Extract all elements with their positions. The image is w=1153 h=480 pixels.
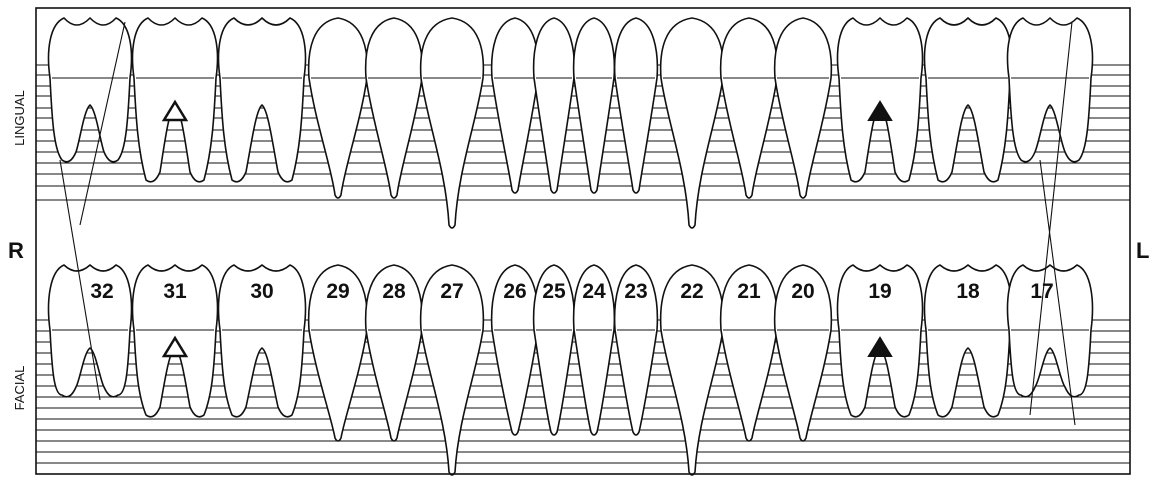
- upper-tooth: [309, 18, 368, 198]
- lower-tooth: 28: [366, 265, 423, 441]
- lower-tooth: 20: [775, 265, 832, 441]
- tooth-outline: [615, 18, 658, 193]
- tooth-number: 27: [440, 280, 463, 303]
- lower-tooth: 19: [838, 265, 923, 417]
- tooth-outline: [925, 18, 1012, 182]
- tooth-outline: [721, 18, 778, 198]
- tooth-outline: [219, 18, 306, 182]
- tooth-number: 19: [868, 280, 891, 303]
- tooth-number: 22: [680, 280, 703, 303]
- lingual-label: LINGUAL: [12, 90, 27, 146]
- tooth-number: 20: [791, 280, 814, 303]
- lower-tooth: 30: [219, 265, 306, 417]
- upper-tooth: [133, 18, 218, 182]
- tooth-number: 28: [382, 280, 406, 303]
- tooth-outline: [366, 18, 423, 198]
- tooth-number: 24: [582, 280, 606, 303]
- upper-tooth: [421, 18, 484, 228]
- lower-tooth: 27: [421, 265, 484, 475]
- lower-tooth: 17: [1008, 265, 1093, 397]
- lower-tooth: 21: [721, 265, 778, 441]
- lower-tooth: 22: [661, 265, 724, 475]
- facial-label: FACIAL: [12, 366, 27, 411]
- upper-tooth: [574, 18, 615, 193]
- tooth-outline: [309, 18, 368, 198]
- tooth-number: 25: [542, 280, 566, 303]
- upper-tooth: [721, 18, 778, 198]
- upper-tooth: [925, 18, 1012, 182]
- upper-arch: [49, 18, 1093, 228]
- tooth-number: 21: [737, 280, 761, 303]
- lower-arch: 32 31 30 29 28 27 26 25 24 23 22 21 20 19 18 17: [49, 265, 1093, 475]
- tooth-number: 32: [90, 280, 113, 303]
- lower-tooth: 18: [925, 265, 1012, 417]
- lower-tooth: 25: [534, 265, 575, 435]
- lower-tooth: 31: [133, 265, 218, 417]
- upper-tooth: [661, 18, 724, 228]
- tooth-outline: [492, 18, 539, 193]
- upper-tooth: [219, 18, 306, 182]
- tooth-number: 18: [956, 280, 980, 303]
- tooth-outline: [838, 18, 923, 182]
- tooth-outline: [534, 18, 575, 193]
- lower-tooth: 32: [49, 265, 132, 397]
- upper-tooth: [1008, 18, 1093, 162]
- tooth-outline: [574, 18, 615, 193]
- lower-tooth: 24: [574, 265, 615, 435]
- tooth-outline: [661, 18, 724, 228]
- tooth-outline: [49, 18, 132, 162]
- left-side-label: L: [1136, 238, 1149, 263]
- lower-tooth: 23: [615, 265, 658, 435]
- lower-tooth: 26: [492, 265, 539, 435]
- upper-tooth: [492, 18, 539, 193]
- tooth-outline: [1008, 18, 1093, 162]
- tooth-outline: [775, 18, 832, 198]
- tooth-number: 29: [326, 280, 349, 303]
- lower-tooth: 29: [309, 265, 368, 441]
- tooth-number: 30: [250, 280, 273, 303]
- upper-tooth: [775, 18, 832, 198]
- upper-tooth: [838, 18, 923, 182]
- tooth-number: 31: [163, 280, 187, 303]
- tooth-outline: [421, 18, 484, 228]
- upper-tooth: [615, 18, 658, 193]
- tooth-number: 23: [624, 280, 647, 303]
- upper-tooth: [534, 18, 575, 193]
- upper-tooth: [366, 18, 423, 198]
- tooth-number: 26: [503, 280, 526, 303]
- right-side-label: R: [8, 238, 24, 263]
- upper-tooth: [49, 18, 132, 162]
